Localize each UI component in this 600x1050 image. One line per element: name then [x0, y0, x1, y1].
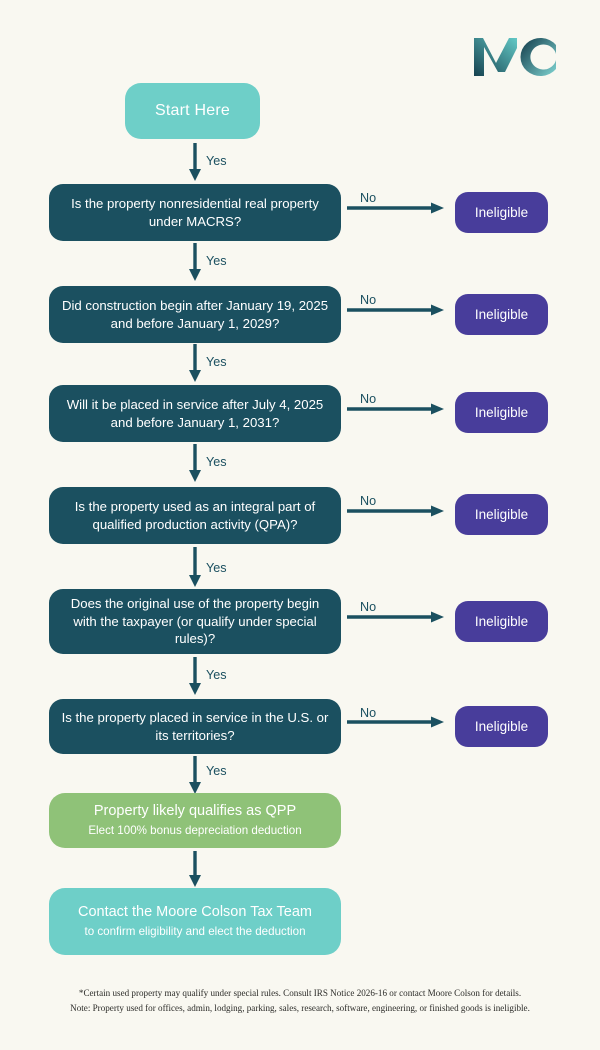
ineligible-label: Ineligible — [474, 204, 529, 220]
node-decision-us-located: Is the property placed in service in the… — [49, 699, 341, 754]
arrow-macrs-to-ineligible — [347, 200, 447, 216]
arrow-start-to-macrs — [184, 143, 206, 183]
arrow-construction-to-service-date — [184, 344, 206, 384]
arrow-us-located-to-ineligible — [347, 714, 447, 730]
edge-label-yes-5: Yes — [206, 561, 227, 575]
ineligible-label: Ineligible — [474, 506, 529, 522]
decision-text: Does the original use of the property be… — [70, 596, 320, 647]
arrow-qpa-to-original-use — [184, 547, 206, 589]
footer-line-1: *Certain used property may qualify under… — [78, 988, 522, 998]
cta-main-text: Contact the Moore Colson Tax Team — [77, 904, 312, 921]
edge-label-yes-3: Yes — [206, 355, 227, 369]
outcome-main-text: Property likely qualifies as QPP — [93, 803, 297, 820]
ineligible-label: Ineligible — [474, 404, 529, 420]
edge-label-no-4: No — [360, 494, 377, 508]
arrow-outcome-to-cta — [184, 851, 206, 889]
edge-label-yes-6: Yes — [206, 668, 227, 682]
node-ineligible-6: Ineligible — [455, 706, 548, 747]
arrow-service-date-to-qpa — [184, 444, 206, 484]
node-decision-original-use: Does the original use of the property be… — [49, 589, 341, 654]
start-label: Start Here — [155, 102, 230, 120]
edge-label-yes-2: Yes — [206, 254, 227, 268]
ineligible-label: Ineligible — [474, 718, 529, 734]
edge-label-no-6: No — [360, 706, 377, 720]
decision-text: Will it be placed in service after July … — [66, 397, 324, 430]
outcome-sub-text: Elect 100% bonus depreciation deduction — [88, 824, 302, 838]
arrow-macrs-to-construction — [184, 243, 206, 283]
node-decision-service-date: Will it be placed in service after July … — [49, 385, 341, 442]
arrow-construction-to-ineligible — [347, 302, 447, 318]
mc-monogram-logo — [472, 36, 558, 78]
edge-label-yes-1: Yes — [206, 154, 227, 168]
node-decision-qpa: Is the property used as an integral part… — [49, 487, 341, 544]
arrow-original-use-to-ineligible — [347, 609, 447, 625]
node-ineligible-2: Ineligible — [455, 294, 548, 335]
ineligible-label: Ineligible — [474, 613, 529, 629]
edge-label-yes-7: Yes — [206, 764, 227, 778]
decision-text: Is the property nonresidential real prop… — [71, 196, 319, 229]
cta-sub-text: to confirm eligibility and elect the ded… — [84, 925, 306, 939]
edge-label-no-1: No — [360, 191, 377, 205]
node-start-here: Start Here — [125, 83, 260, 139]
edge-label-no-5: No — [360, 600, 377, 614]
decision-text: Is the property placed in service in the… — [61, 710, 329, 743]
footer-line-2: Note: Property used for offices, admin, … — [70, 1002, 530, 1013]
node-decision-construction: Did construction begin after January 19,… — [49, 286, 341, 343]
edge-label-no-2: No — [360, 293, 377, 307]
footer-disclaimer: *Certain used property may qualify under… — [0, 986, 600, 1015]
node-outcome-qualifies: Property likely qualifies as QPP Elect 1… — [49, 793, 341, 848]
arrow-original-use-to-us-located — [184, 657, 206, 697]
node-ineligible-4: Ineligible — [455, 494, 548, 535]
edge-label-yes-4: Yes — [206, 455, 227, 469]
arrow-us-located-to-outcome — [184, 756, 206, 796]
node-decision-macrs: Is the property nonresidential real prop… — [49, 184, 341, 241]
arrow-service-date-to-ineligible — [347, 401, 447, 417]
node-ineligible-5: Ineligible — [455, 601, 548, 642]
decision-text: Did construction begin after January 19,… — [61, 298, 329, 331]
arrow-qpa-to-ineligible — [347, 503, 447, 519]
ineligible-label: Ineligible — [474, 306, 529, 322]
edge-label-no-3: No — [360, 392, 377, 406]
node-ineligible-1: Ineligible — [455, 192, 548, 233]
node-ineligible-3: Ineligible — [455, 392, 548, 433]
node-cta-contact-tax-team[interactable]: Contact the Moore Colson Tax Team to con… — [49, 888, 341, 955]
decision-text: Is the property used as an integral part… — [74, 499, 316, 532]
